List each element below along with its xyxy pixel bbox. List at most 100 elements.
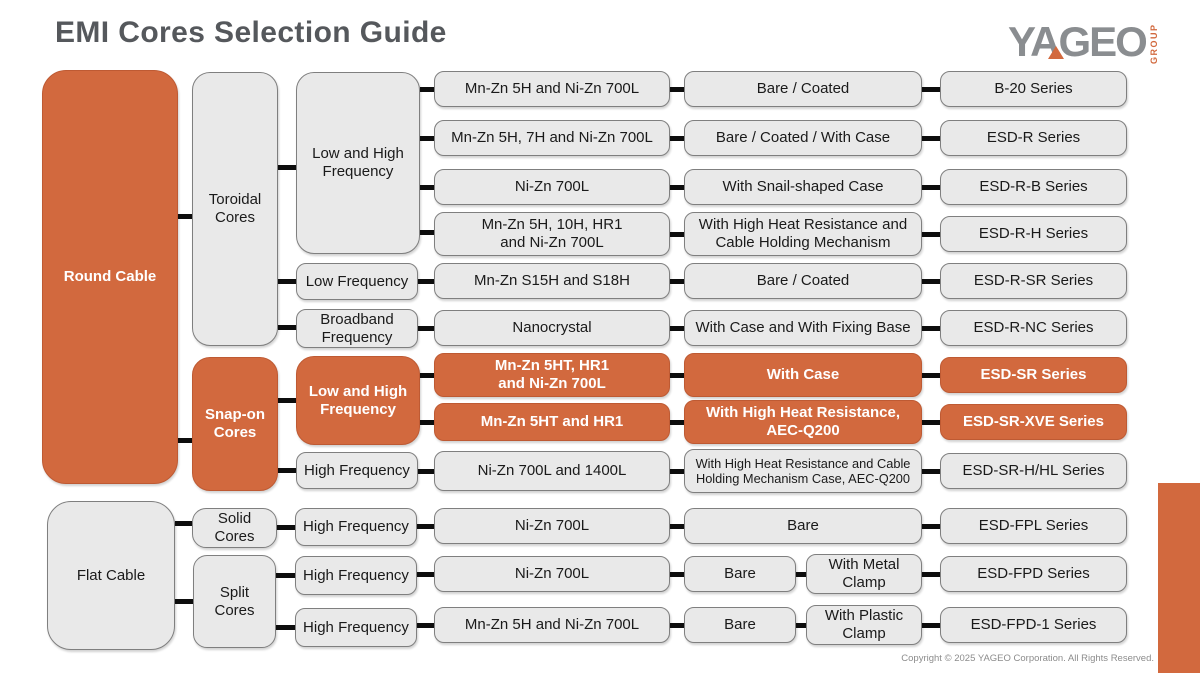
connector-line [922,572,940,577]
connector-line [670,185,684,190]
connector-line [420,87,434,92]
connector-line [670,136,684,141]
node-round-cable: Round Cable [42,70,178,484]
node-case-row1: Bare / Coated [684,71,922,107]
connector-line [175,521,192,526]
node-material-row5: Mn-Zn S15H and S18H [434,263,670,299]
yageo-logo-text: YAGEO [1008,18,1148,65]
connector-line [417,623,434,628]
node-snap-on-cores: Snap-on Cores [192,357,278,491]
connector-line [670,373,684,378]
connector-line [670,623,684,628]
node-freq-low-high-toroidal: Low and High Frequency [296,72,420,254]
node-material-row10: Ni-Zn 700L [434,508,670,544]
yageo-logo-group-text: GROUP [1148,23,1159,64]
node-series-row3: ESD-R-B Series [940,169,1127,205]
node-material-row2: Mn-Zn 5H, 7H and Ni-Zn 700L [434,120,670,156]
connector-line [670,326,684,331]
accent-side-bar [1158,483,1200,673]
node-material-row6: Nanocrystal [434,310,670,346]
connector-line [276,625,295,630]
connector-line [922,373,940,378]
node-series-row11: ESD-FPD Series [940,556,1127,592]
node-case-row11: Bare [684,556,796,592]
copyright-text: Copyright © 2025 YAGEO Corporation. All … [901,653,1154,664]
connector-line [796,572,806,577]
connector-line [670,279,684,284]
connector-line [922,623,940,628]
node-series-row7: ESD-SR Series [940,357,1127,393]
node-case-row5: Bare / Coated [684,263,922,299]
node-series-row2: ESD-R Series [940,120,1127,156]
node-flat-cable: Flat Cable [47,501,175,650]
connector-line [922,524,940,529]
node-case-row6: With Case and With Fixing Base [684,310,922,346]
node-case2-row12: With Plastic Clamp [806,605,922,645]
node-case-row12: Bare [684,607,796,643]
connector-line [276,573,295,578]
connector-line [670,524,684,529]
node-case-row8: With High Heat Resistance, AEC-Q200 [684,400,922,444]
node-freq-high-snapon: High Frequency [296,452,418,489]
node-split-cores: Split Cores [193,555,276,648]
node-freq-low-high-snapon: Low and High Frequency [296,356,420,445]
connector-line [178,214,192,219]
connector-line [922,420,940,425]
node-freq-broadband: Broadband Frequency [296,309,418,348]
node-material-row8: Mn-Zn 5HT and HR1 [434,403,670,441]
connector-line [670,420,684,425]
connector-line [922,326,940,331]
connector-line [420,230,434,235]
connector-line [278,398,296,403]
node-case-row4: With High Heat Resistance and Cable Hold… [684,212,922,256]
node-freq-low: Low Frequency [296,263,418,300]
connector-line [922,136,940,141]
node-material-row3: Ni-Zn 700L [434,169,670,205]
connector-line [922,87,940,92]
node-case2-row11: With Metal Clamp [806,554,922,594]
node-solid-cores: Solid Cores [192,508,277,548]
node-case-row7: With Case [684,353,922,397]
node-material-row1: Mn-Zn 5H and Ni-Zn 700L [434,71,670,107]
node-case-row9: With High Heat Resistance and Cable Hold… [684,449,922,493]
node-material-row11: Ni-Zn 700L [434,556,670,592]
connector-line [922,469,940,474]
page-title: EMI Cores Selection Guide [55,16,447,49]
connector-line [670,232,684,237]
node-material-row4: Mn-Zn 5H, 10H, HR1 and Ni-Zn 700L [434,212,670,256]
connector-line [178,438,192,443]
node-series-row5: ESD-R-SR Series [940,263,1127,299]
connector-line [278,165,296,170]
connector-line [278,325,296,330]
node-case-row3: With Snail-shaped Case [684,169,922,205]
connector-line [670,572,684,577]
node-series-row4: ESD-R-H Series [940,216,1127,252]
connector-line [420,420,434,425]
node-freq-high-split-2: High Frequency [295,608,417,647]
node-material-row7: Mn-Zn 5HT, HR1 and Ni-Zn 700L [434,353,670,397]
connector-line [278,279,296,284]
connector-line [278,468,296,473]
connector-line [418,279,434,284]
node-series-row8: ESD-SR-XVE Series [940,404,1127,440]
node-series-row12: ESD-FPD-1 Series [940,607,1127,643]
connector-line [922,279,940,284]
yageo-logo: YAGEO GROUP [1008,20,1159,68]
node-series-row6: ESD-R-NC Series [940,310,1127,346]
node-freq-high-solid: High Frequency [295,508,417,546]
connector-line [418,326,434,331]
node-material-row12: Mn-Zn 5H and Ni-Zn 700L [434,607,670,643]
node-series-row1: B-20 Series [940,71,1127,107]
node-toroidal-cores: Toroidal Cores [192,72,278,346]
connector-line [420,136,434,141]
connector-line [420,373,434,378]
connector-line [796,623,806,628]
connector-line [175,599,193,604]
connector-line [417,524,434,529]
node-freq-high-split-1: High Frequency [295,556,417,595]
connector-line [922,185,940,190]
node-series-row10: ESD-FPL Series [940,508,1127,544]
node-case-row10: Bare [684,508,922,544]
connector-line [420,185,434,190]
